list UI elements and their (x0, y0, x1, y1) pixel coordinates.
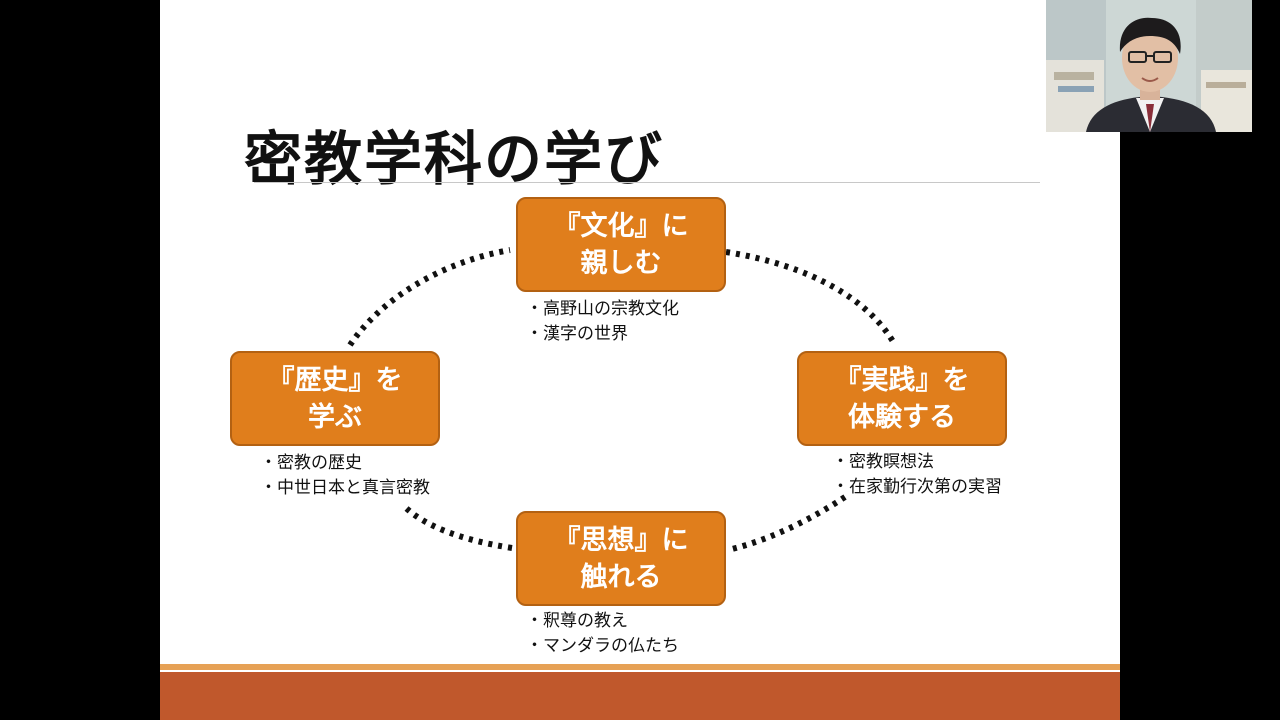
topic-practice-line2: 体験する (848, 401, 956, 433)
topic-practice-item: ・密教瞑想法 (832, 452, 934, 472)
connector-history-culture (347, 247, 511, 347)
topic-box-culture: 『文化』に 親しむ (516, 197, 726, 292)
topic-practice-item: ・在家勤行次第の実習 (832, 477, 1002, 497)
topic-thought-item: ・マンダラの仏たち (526, 636, 679, 656)
topic-box-practice: 『実践』を 体験する (797, 351, 1007, 446)
topic-box-history: 『歴史』を 学ぶ (230, 351, 440, 446)
topic-practice-items: ・密教瞑想法 ・在家勤行次第の実習 (832, 450, 1002, 500)
presenter-webcam-overlay (1046, 0, 1252, 132)
topic-thought-item: ・釈尊の教え (526, 611, 628, 631)
topic-culture-item: ・漢字の世界 (526, 324, 628, 344)
topic-thought-line1: 『思想』に (553, 524, 689, 556)
topic-box-thought: 『思想』に 触れる (516, 511, 726, 606)
topic-history-items: ・密教の歴史 ・中世日本と真言密教 (260, 451, 430, 501)
topic-culture-item: ・高野山の宗教文化 (526, 299, 679, 319)
topic-culture-line1: 『文化』に (553, 210, 689, 242)
topic-culture-line2: 親しむ (580, 247, 662, 279)
topic-history-item: ・密教の歴史 (260, 453, 362, 473)
cycle-dotted-ring (347, 247, 898, 553)
presentation-slide: 密教学科の学び 『文化』に 親しむ ・高野山の宗教文化 ・漢字の世界 『歴史』を… (160, 0, 1120, 720)
title-divider (254, 182, 1040, 183)
topic-culture-items: ・高野山の宗教文化 ・漢字の世界 (526, 297, 679, 347)
footer-band (160, 672, 1120, 720)
presenter-video-image (1046, 0, 1252, 132)
topic-history-item: ・中世日本と真言密教 (260, 478, 430, 498)
connector-practice-thought (727, 494, 847, 553)
slide-title: 密教学科の学び (244, 125, 665, 193)
topic-history-line2: 学ぶ (308, 401, 362, 433)
connector-culture-practice (725, 249, 898, 347)
connector-thought-history (400, 502, 513, 551)
topic-thought-line2: 触れる (580, 561, 662, 593)
footer-accent-band (160, 664, 1120, 670)
topic-history-line1: 『歴史』を (267, 364, 403, 396)
topic-thought-items: ・釈尊の教え ・マンダラの仏たち (526, 609, 679, 659)
topic-practice-line1: 『実践』を (834, 364, 970, 396)
